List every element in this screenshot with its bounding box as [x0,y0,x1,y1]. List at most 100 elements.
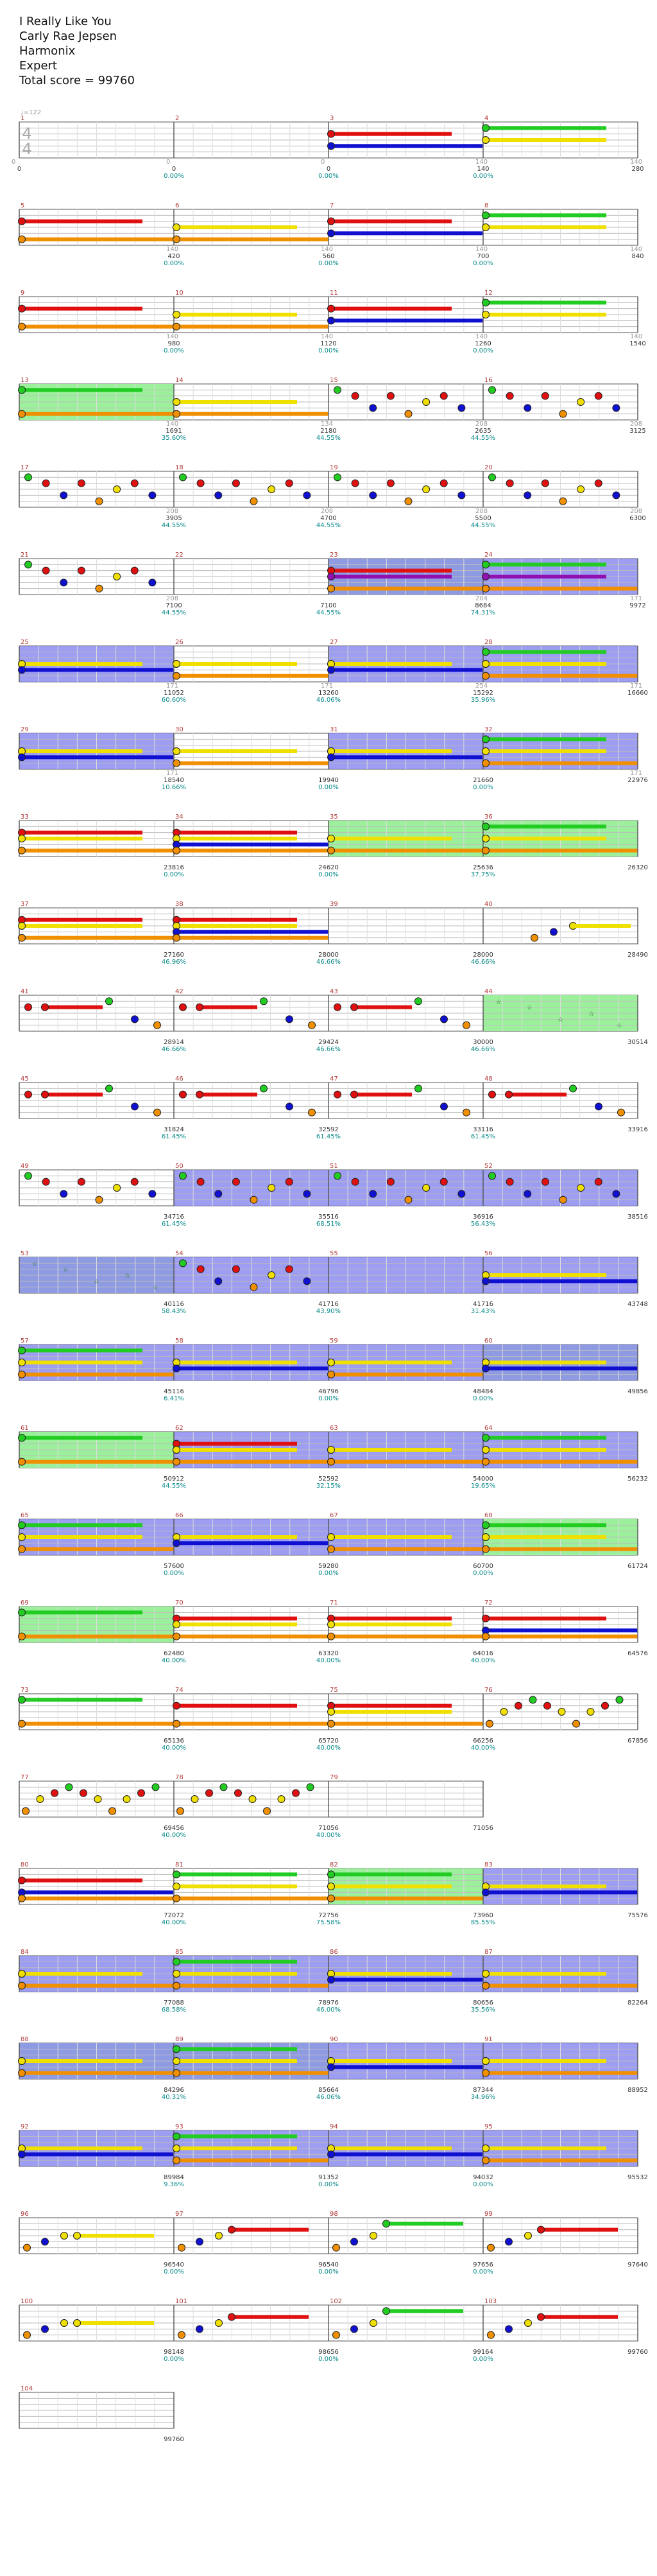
row-end-score: 33916 [627,1126,648,1133]
gem-o [173,2156,180,2164]
row-end-score: 99760 [164,2436,184,2443]
sustain-g [22,1610,142,1615]
measure-score: 2180 [320,428,336,435]
star-note: ☆ [63,1267,69,1274]
gem-r [334,1003,341,1011]
measure-percent: 75.58% [316,1919,341,1926]
gem-y [113,1184,121,1192]
measure-percent: 46.66% [162,1046,186,1053]
sustain-y [77,2234,154,2238]
measure-number: 23 [330,552,338,559]
measure-number: 29 [21,726,29,733]
gem-r [327,130,335,138]
measure-percent: 0.00% [164,347,184,354]
measure-number: 19 [330,464,338,471]
measure-percent: 0.00% [473,1395,493,1402]
gem-y [173,2057,180,2065]
row-end-score: 71056 [473,1825,493,1832]
gem-r [386,392,395,400]
gem-y [73,2232,81,2240]
gem-g [414,997,422,1005]
gem-o [18,1719,26,1728]
gem-o [173,322,180,331]
gem-b [327,142,335,150]
measure-number: 95 [484,2123,493,2130]
measure-percent: 19.65% [471,1483,495,1490]
sustain-r [541,2227,618,2232]
sustain-y [486,662,606,666]
gem-r [232,479,240,487]
measure-number: 13 [21,377,29,384]
gem-g [260,1084,268,1093]
gem-g [334,473,341,482]
gem-r [42,1178,50,1186]
sustain-o [22,1459,174,1464]
gem-y [482,2145,490,2152]
measure-percent: 61.45% [162,1133,186,1140]
sustain-o [22,1896,174,1901]
gem-o [482,584,490,593]
gem-y [482,136,490,144]
star-note: ☆ [527,1005,533,1012]
measure-number: 89 [175,2036,183,2043]
measure-number: 74 [175,1687,183,1694]
gem-score: 140 [166,421,178,428]
gem-g [482,1521,490,1529]
measure-number: 87 [484,1949,493,1956]
gem-o [153,1021,161,1029]
measure-percent: 60.60% [162,697,186,704]
gem-b [440,1102,448,1111]
sustain-g [486,737,606,742]
row-end-score: 22976 [627,777,648,784]
sustain-r [331,219,452,223]
sustain-g [22,1523,142,1527]
gem-r [51,1789,58,1797]
measure-number: 53 [21,1250,29,1257]
gem-o [178,2243,185,2252]
gem-o [250,1283,258,1291]
measure-score: 5500 [475,515,491,522]
gem-o [173,759,180,767]
sustain-o [331,1721,483,1726]
gem-r [482,1614,490,1623]
gem-r [327,304,335,313]
measure-number: 46 [175,1075,183,1083]
gem-r [228,2225,235,2234]
gem-r [137,1789,145,1797]
gem-b [18,666,26,674]
measure-percent: 44.55% [316,609,341,616]
measure-percent: 40.00% [162,1832,186,1839]
measure-score: 64016 [473,1650,493,1657]
gem-y [215,2319,223,2327]
measure-percent: 74.31% [471,609,495,616]
gem-r [285,1265,293,1273]
sustain-o [176,324,328,329]
row-end-score: 280 [631,166,644,173]
gem-g [482,822,490,831]
gem-score: 254 [475,683,488,690]
gem-g [18,1696,26,1704]
gem-g [382,2220,390,2228]
gem-g [173,2045,180,2053]
measure-number: 12 [484,290,493,297]
sustain-y [331,2059,452,2063]
sustain-g [22,388,142,392]
measure-percent: 44.55% [471,522,495,529]
gem-y [482,1970,490,1978]
gem-b [327,317,335,325]
sustain-g [386,2309,463,2313]
measure-number: 81 [175,1861,183,1868]
sustain-y [176,837,297,840]
gem-score: 140 [166,333,178,340]
gem-r [77,566,85,575]
sustain-b [22,1890,174,1895]
sustain-g [486,1436,606,1440]
sustain-y [331,1623,452,1626]
gem-y [482,835,490,842]
measure-score: 48484 [473,1388,493,1395]
sustain-o [486,2158,638,2163]
measure-number: 18 [175,464,183,471]
time-signature-num: 4 [22,125,31,143]
